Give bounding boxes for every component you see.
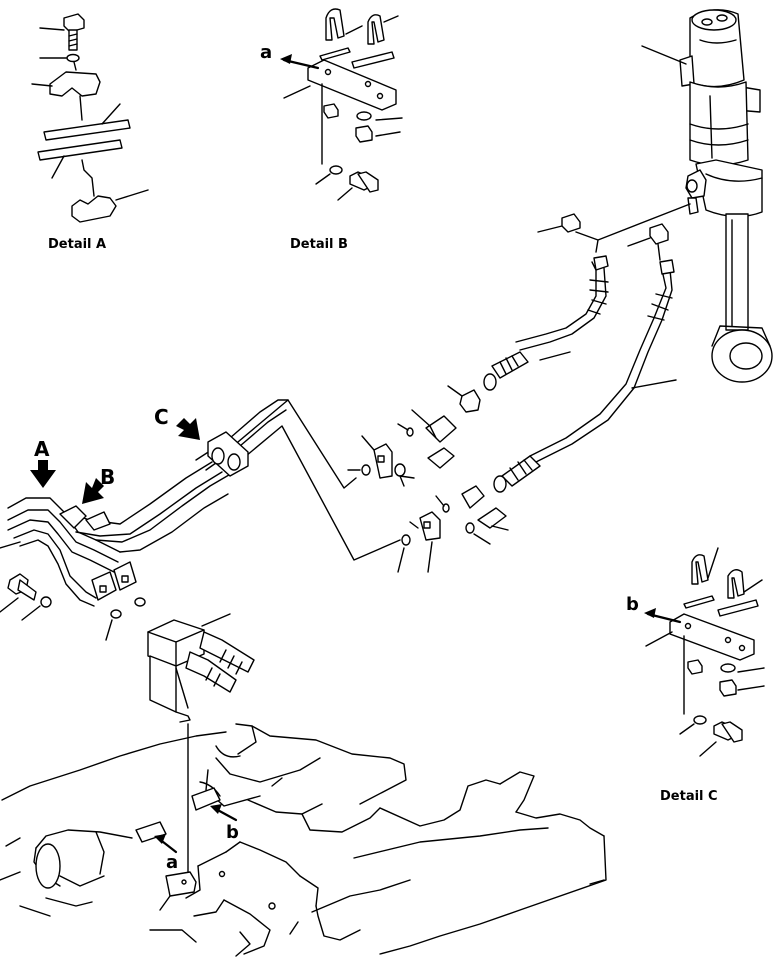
detail-c-washer-2 (693, 715, 707, 725)
pipe-assembly (0, 399, 289, 607)
detail-c-caption: Detail C (660, 789, 718, 804)
view-arrow-a: A (30, 437, 56, 488)
frame-ref-letter-b: b (226, 822, 239, 843)
detail-c-bracket (669, 613, 755, 661)
detail-b-bolt (349, 171, 379, 193)
detail-c-u-bolt-2 (717, 569, 759, 617)
hose-lower (493, 259, 677, 493)
detail-a-clamp-lower (71, 195, 117, 223)
detail-b-bracket (307, 59, 397, 111)
detail-b-nut-1 (323, 103, 339, 119)
view-arrow-c: C (154, 405, 200, 440)
detail-a-leaders (31, 27, 149, 201)
detail-c-ref-b: b (626, 594, 639, 615)
fittings-lower (397, 485, 509, 573)
frame (0, 723, 607, 957)
detail-a-center-line (73, 61, 95, 197)
detail-b-washer-1 (356, 111, 372, 121)
mount-bolts-left (0, 573, 52, 621)
detail-c-bolt (713, 721, 743, 743)
detail-a-bolt (63, 13, 85, 51)
detail-b-ref-a: a (260, 42, 272, 63)
frame-ref-a: a (154, 834, 178, 873)
detail-b-u-bolt-1 (319, 8, 351, 61)
reference-lines (225, 399, 401, 561)
view-letter-a: A (34, 437, 50, 461)
detail-b-nut-2 (355, 125, 373, 143)
detail-b-leaders (283, 15, 403, 201)
view-letter-c: C (154, 405, 169, 429)
detail-c-u-bolt-1 (683, 554, 715, 609)
detail-b: a Detail B (260, 8, 403, 252)
detail-a: Detail A (31, 13, 149, 252)
detail-c-nut-2 (719, 679, 737, 697)
detail-a-clamp-upper (49, 71, 101, 97)
detail-c-nut-1 (687, 659, 703, 675)
detail-a-washer (66, 53, 80, 63)
detail-c-washer-1 (720, 663, 736, 673)
view-letter-b: B (100, 465, 115, 489)
view-arrow-b: B (82, 465, 115, 504)
valve-block (147, 613, 255, 877)
detail-b-washer-2 (329, 165, 343, 175)
detail-a-plate-2 (37, 139, 123, 161)
detail-b-caption: Detail B (290, 237, 348, 252)
detail-a-caption: Detail A (48, 237, 106, 252)
detail-b-u-bolt-2 (351, 14, 395, 69)
boom-cylinder (641, 9, 773, 383)
hose-upper (483, 255, 609, 391)
frame-ref-b: b (210, 804, 239, 843)
cylinder-plugs (537, 203, 691, 261)
frame-ref-letter-a: a (166, 852, 178, 873)
fittings-upper (347, 385, 481, 487)
o-rings (105, 597, 146, 641)
detail-c-leaders (645, 547, 765, 757)
detail-c: b Detail C (626, 547, 765, 804)
detail-a-plate-1 (43, 119, 131, 141)
